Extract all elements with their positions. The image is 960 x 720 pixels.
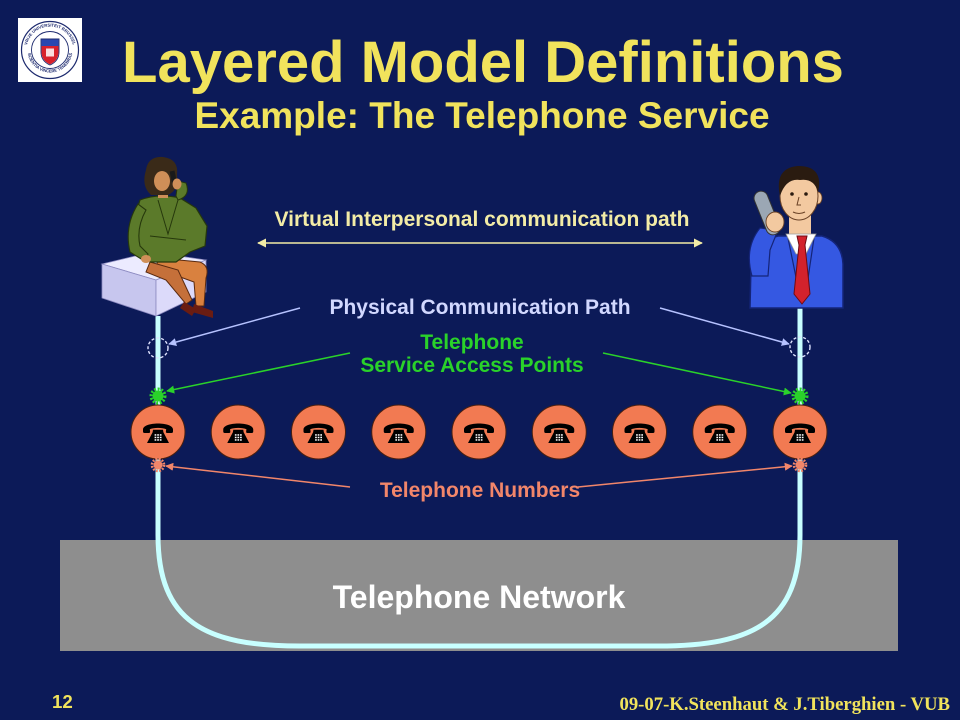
telephone-circle: [451, 404, 507, 460]
starburst-spikes: [792, 457, 808, 473]
telephone-row: [130, 404, 828, 460]
telephone-circle: [692, 404, 748, 460]
telephone-circle: [772, 404, 828, 460]
telephone-network-box: [60, 540, 898, 651]
starburst-core: [153, 460, 163, 470]
physical-path-label: Physical Communication Path: [329, 296, 630, 319]
dashed-circle-icon: [789, 336, 811, 358]
man-eye-left: [790, 192, 794, 196]
telephone-circle: [291, 404, 346, 460]
man-tie: [793, 235, 811, 305]
slide-subtitle: Example: The Telephone Service: [194, 95, 769, 136]
slide-footer: 09-07-K.Steenhaut & J.Tiberghien - VUB: [619, 694, 950, 715]
telephone-circle: [210, 404, 266, 460]
woman-arm-lower: [127, 203, 149, 263]
telephone-circle: [531, 404, 587, 460]
woman-shoe-back: [180, 302, 196, 316]
man-eye-right: [804, 192, 808, 196]
physical-path-arrow-right: [659, 307, 790, 346]
logo-outer-ring: [20, 20, 80, 80]
access-points-label-line2: Service Access Points: [360, 354, 583, 377]
starburst-core: [152, 390, 164, 402]
woman-hand-phone: [172, 178, 182, 190]
starburst-core: [794, 390, 806, 402]
physical-path-arrow-left: [168, 307, 301, 346]
man-hand: [765, 211, 785, 233]
telephone-numbers-label: Telephone Numbers: [380, 479, 580, 502]
telephone-circle: [612, 404, 667, 460]
woman-on-phone-icon: [100, 156, 213, 318]
access-points-arrow-left: [166, 352, 351, 394]
vub-seal-icon: VRIJE UNIVERSITEIT BRUSSEL SCIENTIA VINC…: [18, 18, 82, 82]
logo-inner-ring: [31, 31, 69, 69]
telephone-circle: [130, 404, 186, 460]
woman-hand-knee: [141, 255, 151, 263]
woman-shoe-front: [192, 304, 213, 318]
starburst-spikes: [150, 457, 166, 473]
dashed-circle-icon: [147, 337, 169, 359]
starburst-spikes: [791, 387, 809, 405]
telephone-network-label: Telephone Network: [333, 579, 626, 615]
man-arm: [748, 227, 779, 277]
salmon-starburst-icon: [792, 457, 808, 473]
telephone-numbers-arrow-left: [165, 462, 351, 488]
telephone-numbers-arrow-right: [577, 462, 793, 488]
green-starburst-icon: [791, 387, 809, 405]
starburst-core: [795, 460, 805, 470]
green-starburst-icon: [149, 387, 167, 405]
virtual-path-label: Virtual Interpersonal communication path: [274, 208, 689, 231]
logo-shield-emblem: [46, 48, 54, 57]
physical-connection-line: [155, 308, 803, 649]
access-points-label-line1: Telephone: [420, 331, 523, 354]
man-hair: [778, 166, 820, 196]
man-nose-mouth: [792, 196, 806, 214]
woman-jacket-lines: [149, 199, 187, 241]
telephone-circle: [371, 404, 427, 460]
man-on-phone-icon: [748, 166, 844, 309]
woman-face: [154, 171, 170, 191]
starburst-spikes: [149, 387, 167, 405]
access-points-arrow-right: [602, 352, 792, 396]
page-number: 12: [52, 691, 73, 712]
logo-shield-blue: [41, 39, 59, 46]
salmon-starburst-icon: [150, 457, 166, 473]
slide-title: Layered Model Definitions: [122, 30, 844, 95]
